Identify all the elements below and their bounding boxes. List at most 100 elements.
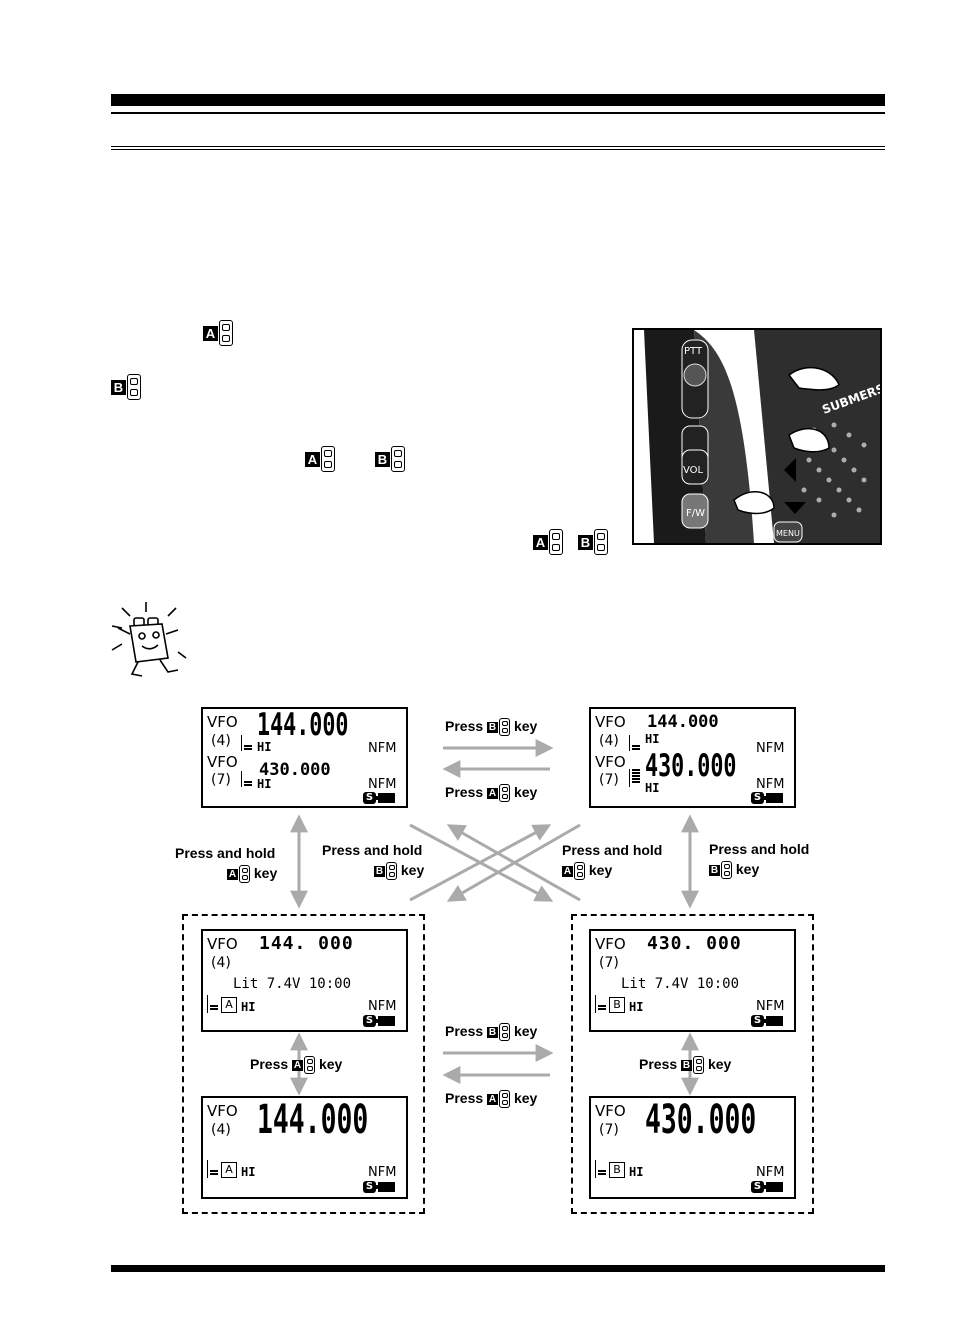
a-key-icon: A: [227, 865, 250, 884]
vol-label: VOL: [683, 465, 704, 476]
mode-label: NFM: [756, 1165, 785, 1180]
battery-icon: S: [751, 1015, 783, 1027]
power-label: HI: [629, 1000, 644, 1014]
channel-label: (4): [599, 733, 619, 749]
press-hold-label: Press and hold: [709, 841, 810, 857]
single-band-group-b: [571, 914, 814, 1214]
power-label: HI: [257, 740, 272, 754]
header-rule-thick: [111, 94, 885, 106]
b-key-label: B key: [374, 862, 424, 881]
b-key-icon: B: [487, 718, 511, 737]
b-key-icon: B: [681, 1056, 705, 1075]
frequency-main: 430.000: [645, 1097, 757, 1143]
power-label: HI: [241, 1000, 256, 1014]
frequency-sub: 144.000: [647, 712, 719, 732]
a-key-icon: A: [305, 446, 335, 472]
press-a-key-label-top: Press A key: [445, 784, 537, 803]
status-line: Lit 7.4V 10:00: [621, 976, 740, 992]
frequency-main: 430.000: [645, 748, 737, 784]
frequency-sub: 430.000: [259, 760, 331, 780]
b-key-icon: B: [111, 374, 141, 400]
frequency-main: 144. 000: [259, 933, 354, 954]
frequency-main: 430. 000: [647, 933, 742, 954]
status-line: Lit 7.4V 10:00: [233, 976, 352, 992]
battery-icon: S: [751, 1181, 783, 1193]
header-rule-thin: [111, 112, 885, 114]
frequency-main: 144.000: [257, 1097, 369, 1143]
single-band-group-a: [182, 914, 425, 1214]
ptt-label: PTT: [684, 346, 703, 357]
power-label: HI: [645, 732, 660, 746]
mode-label: NFM: [368, 999, 397, 1014]
mode-label: NFM: [756, 777, 785, 792]
state-diagram-arrows: [290, 739, 699, 1096]
channel-label: (4): [211, 1122, 231, 1138]
press-hold-label: Press and hold: [175, 845, 276, 861]
fw-label: F/W: [686, 508, 705, 519]
b-key-icon: B: [375, 446, 405, 472]
press-b-key-label-top: Press B key: [445, 718, 537, 737]
vfo-label: VFO: [207, 753, 238, 771]
press-a-key-label-left: Press A key: [250, 1056, 342, 1075]
press-a-key-label-bottom: Press A key: [445, 1090, 537, 1109]
vfo-label: VFO: [207, 935, 238, 953]
section-rule-bottom: [111, 149, 885, 150]
lcd-single-a-large: VFO (4) 144.000 A HI NFM S: [201, 1096, 408, 1199]
press-b-key-label-bottom: Press B key: [445, 1023, 537, 1042]
a-key-label: A key: [562, 862, 612, 881]
channel-label: (7): [599, 772, 619, 788]
a-key-icon: A: [533, 529, 563, 555]
battery-icon: S: [751, 792, 783, 804]
channel-label: (7): [599, 1122, 619, 1138]
a-key-icon: A: [292, 1056, 316, 1075]
frequency-main: 144.000: [257, 707, 349, 743]
power-label: HI: [257, 777, 272, 791]
press-hold-label: Press and hold: [562, 842, 663, 858]
lcd-single-b-status: VFO (7) 430. 000 Lit 7.4V 10:00 B HI NFM…: [589, 929, 796, 1032]
b-key-label: B key: [709, 861, 759, 880]
radio-illustration: PTT VOL F/W SUBMERS MENU: [634, 330, 880, 543]
power-label: HI: [241, 1165, 256, 1179]
power-label: HI: [629, 1165, 644, 1179]
b-key-icon: B: [709, 861, 732, 880]
menu-label: MENU: [776, 529, 800, 538]
b-key-icon: B: [487, 1023, 511, 1042]
press-hold-label: Press and hold: [322, 842, 423, 858]
band-indicator: A: [221, 997, 237, 1013]
battery-icon: S: [363, 792, 395, 804]
channel-label: (7): [599, 955, 619, 971]
lcd-dual-b-active: VFO (4) 144.000 HI NFM VFO (7) 430.000 H…: [589, 707, 796, 808]
vfo-label: VFO: [595, 935, 626, 953]
footer-rule: [111, 1265, 885, 1272]
band-indicator: A: [221, 1162, 237, 1178]
a-key-icon: A: [203, 320, 233, 346]
lcd-single-a-status: VFO (4) 144. 000 Lit 7.4V 10:00 A HI NFM…: [201, 929, 408, 1032]
battery-icon: S: [363, 1015, 395, 1027]
mascot-icon: [111, 602, 187, 677]
channel-label: (4): [211, 955, 231, 971]
battery-icon: S: [363, 1181, 395, 1193]
lcd-dual-a-active: VFO (4) 144.000 HI NFM VFO (7) 430.000 H…: [201, 707, 408, 808]
a-key-label: A key: [227, 865, 277, 884]
mode-label: NFM: [756, 741, 785, 756]
vfo-label: VFO: [595, 753, 626, 771]
channel-label: (4): [211, 733, 231, 749]
vfo-label: VFO: [207, 713, 238, 731]
radio-side-photo: PTT VOL F/W SUBMERS MENU: [632, 328, 882, 545]
lcd-single-b-large: VFO (7) 430.000 B HI NFM S: [589, 1096, 796, 1199]
section-rule-top: [111, 146, 885, 147]
vfo-label: VFO: [207, 1102, 238, 1120]
channel-label: (7): [211, 772, 231, 788]
band-indicator: B: [609, 997, 625, 1013]
mode-label: NFM: [368, 777, 397, 792]
a-key-icon: A: [487, 784, 511, 803]
mode-label: NFM: [756, 999, 785, 1014]
mode-label: NFM: [368, 741, 397, 756]
b-key-icon: B: [374, 862, 397, 881]
mode-label: NFM: [368, 1165, 397, 1180]
vfo-label: VFO: [595, 1102, 626, 1120]
vfo-label: VFO: [595, 713, 626, 731]
press-b-key-label-right: Press B key: [639, 1056, 731, 1075]
a-key-icon: A: [487, 1090, 511, 1109]
b-key-icon: B: [578, 529, 608, 555]
